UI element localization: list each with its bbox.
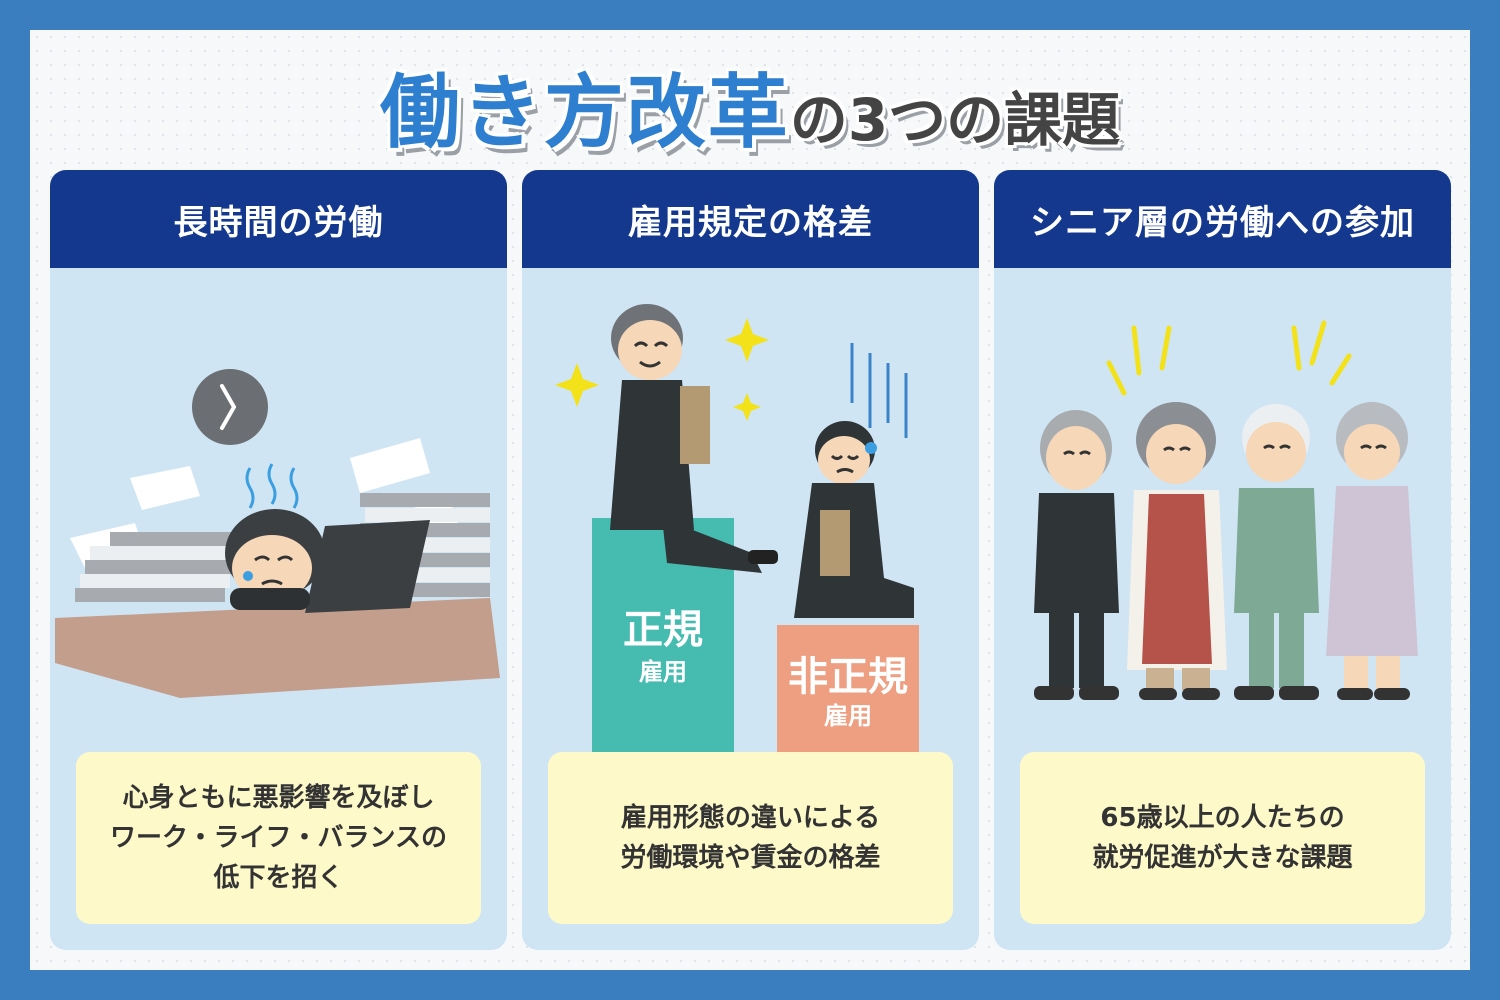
paper-stack-left <box>75 532 240 602</box>
nonregular-bar-label: 非正規 <box>788 654 908 700</box>
caption-box: 心身ともに悪影響を及ぼし ワーク・ライフ・バランスの 低下を招く <box>76 752 481 924</box>
paper-icon <box>130 466 200 510</box>
caption-box: 雇用形態の違いによる 労働環境や賃金の格差 <box>548 752 953 924</box>
caption-line: 労働環境や賃金の格差 <box>620 843 881 873</box>
caption-line: 就労促進が大きな課題 <box>1092 843 1353 873</box>
sweat-icon <box>865 442 877 454</box>
title-main: 働き方改革 <box>379 66 790 159</box>
sad-worker <box>794 421 914 618</box>
senior-woman-apron <box>1127 402 1227 700</box>
paper-icon <box>350 438 430 493</box>
caption-line: ワーク・ライフ・バランスの <box>110 822 447 853</box>
regular-bar-label: 正規 <box>623 607 703 653</box>
overworked-worker-illustration <box>55 369 500 698</box>
panel-header: 長時間の労働 <box>50 170 507 268</box>
title-sub: の3つの課題 <box>789 86 1121 154</box>
page-title: 働き方改革の3つの課題 <box>0 48 1500 164</box>
emphasis-lines <box>1106 320 1352 396</box>
nonregular-bar-sublabel: 雇用 <box>824 702 872 730</box>
panel-header: シニア層の労働への参加 <box>994 170 1451 268</box>
sweat-icon <box>243 571 253 581</box>
employment-gap-illustration: 正規 雇用 非正規 雇用 <box>555 304 919 752</box>
panel-header: 雇用規定の格差 <box>522 170 979 268</box>
regular-bar-sublabel: 雇用 <box>639 658 687 686</box>
caption-line: 雇用形態の違いによる <box>620 802 881 833</box>
senior-woman-cardigan <box>1326 402 1418 700</box>
desk <box>55 598 500 698</box>
sparkle-icon <box>555 363 599 407</box>
senior-workers-illustration <box>1034 320 1418 700</box>
laptop-icon <box>305 520 430 613</box>
senior-man-suit <box>1034 410 1119 700</box>
sparkle-icon <box>725 318 769 362</box>
nonregular-employment-bar <box>777 625 919 752</box>
caption-box: 65歳以上の人たちの 就労促進が大きな課題 <box>1020 752 1425 924</box>
panel-long-hours: 長時間の労働 <box>50 170 507 950</box>
caption-line: 65歳以上の人たちの <box>1100 802 1345 833</box>
clock-icon <box>192 369 268 445</box>
pay-envelope-icon <box>680 386 710 464</box>
caption-line: 低下を招く <box>213 863 344 894</box>
worker-face <box>232 535 312 601</box>
happy-worker <box>610 304 778 573</box>
panel-senior-participation: シニア層の労働への参加 <box>994 170 1451 950</box>
panel-employment-gap: 雇用規定の格差 正規 雇用 非正規 雇用 <box>522 170 979 950</box>
caption-line: 心身ともに悪影響を及ぼし <box>122 782 435 813</box>
senior-man-uniform <box>1234 404 1319 700</box>
sparkle-icon <box>733 393 761 421</box>
pay-envelope-icon <box>820 510 850 576</box>
